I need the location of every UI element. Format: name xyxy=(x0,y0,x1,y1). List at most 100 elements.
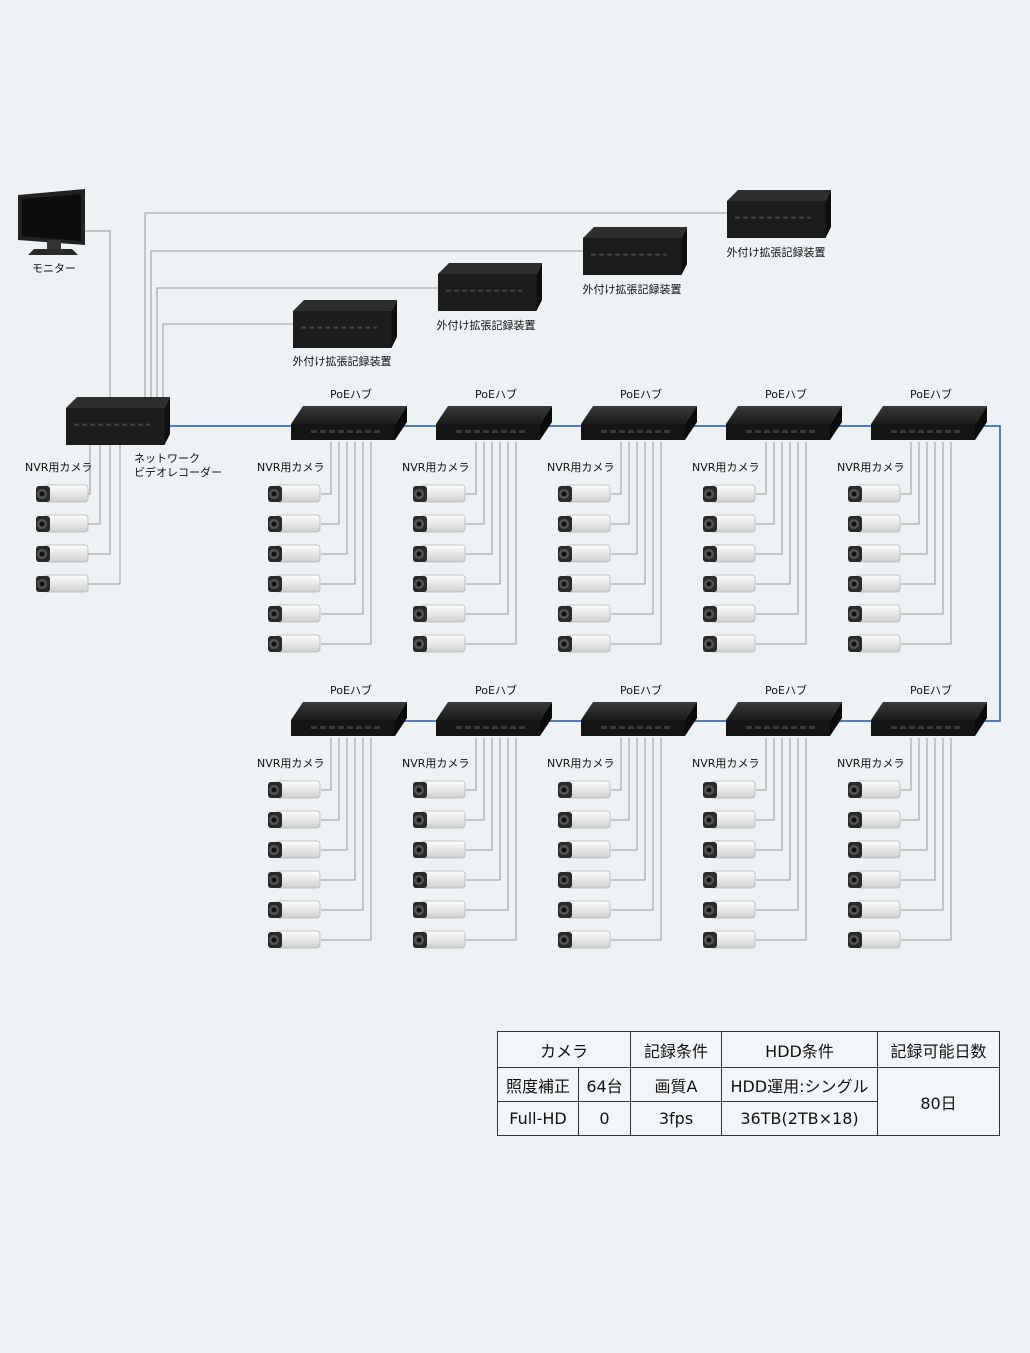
connection-line xyxy=(84,230,111,398)
nvr-camera-icon xyxy=(268,484,321,503)
nvr-camera-icon xyxy=(848,930,901,949)
nvr-camera-icon xyxy=(36,484,89,503)
poe-hub-label: PoEハブ xyxy=(475,684,517,697)
poe-hub-icon xyxy=(436,702,552,736)
camera-connection-line xyxy=(611,738,638,851)
poe-hub-label: PoEハブ xyxy=(765,684,807,697)
connection-line xyxy=(162,323,293,398)
nvr-camera-icon xyxy=(848,870,901,889)
nvr-camera-icon xyxy=(413,544,466,563)
table-header-days: 記録可能日数 xyxy=(877,1031,1000,1068)
nvr-camera-icon xyxy=(268,780,321,799)
nvr-camera-icon xyxy=(413,810,466,829)
camera-connection-line xyxy=(88,445,101,525)
table-cell-days: 80日 xyxy=(877,1067,1000,1136)
nvr-camera-icon xyxy=(268,634,321,653)
poe-hub-icon xyxy=(581,702,697,736)
nvr-camera-icon xyxy=(703,930,756,949)
camera-connection-line xyxy=(611,738,630,821)
camera-connection-line xyxy=(88,445,91,495)
nvr-camera-icon xyxy=(268,514,321,533)
nvr-camera-icon xyxy=(268,930,321,949)
nvr-camera-label: NVR用カメラ xyxy=(402,757,470,770)
camera-connection-line xyxy=(466,442,501,585)
nvr-camera-icon xyxy=(848,810,901,829)
nvr-camera-icon xyxy=(558,840,611,859)
camera-connection-line xyxy=(901,738,952,941)
camera-connection-line xyxy=(756,738,767,791)
nvr-camera-icon xyxy=(268,810,321,829)
nvr-camera-icon xyxy=(413,484,466,503)
table-header-row: カメラ 記録条件 HDD条件 記録可能日数 xyxy=(497,1031,1000,1068)
camera-connection-line xyxy=(756,738,791,881)
camera-connection-line xyxy=(611,442,630,525)
table-row: 照度補正 64台 画質A HDD運用:シングル 80日 xyxy=(497,1067,1000,1136)
nvr-camera-icon xyxy=(848,634,901,653)
connection-line xyxy=(144,212,727,398)
nvr-camera-icon xyxy=(268,870,321,889)
nvr-camera-label: NVR用カメラ xyxy=(25,461,93,474)
camera-connection-line xyxy=(611,738,646,881)
camera-connection-line xyxy=(88,445,111,555)
nvr-camera-icon xyxy=(703,574,756,593)
table-cell: 36TB(2TB×18) xyxy=(721,1101,878,1136)
ext-storage-label-3: 外付け拡張記録装置 xyxy=(436,319,536,332)
poe-hub-icon xyxy=(291,406,407,440)
camera-connection-line xyxy=(611,442,646,585)
camera-connection-line xyxy=(321,738,348,851)
camera-connection-line xyxy=(321,442,348,555)
nvr-camera-icon xyxy=(36,544,89,563)
nvr-camera-icon xyxy=(558,930,611,949)
nvr-camera-icon xyxy=(268,574,321,593)
camera-connection-line xyxy=(901,442,936,585)
camera-connection-line xyxy=(321,738,364,911)
nvr-camera-label: NVR用カメラ xyxy=(547,461,615,474)
camera-connection-line xyxy=(901,738,912,791)
poe-hub-label: PoEハブ xyxy=(475,388,517,401)
nvr-camera-icon xyxy=(268,544,321,563)
external-storage-icon xyxy=(583,227,687,275)
poe-hub-icon xyxy=(871,406,987,440)
camera-connection-line xyxy=(611,442,622,495)
nvr-camera-icon xyxy=(703,840,756,859)
nvr-camera-icon xyxy=(703,870,756,889)
nvr-camera-label: NVR用カメラ xyxy=(837,757,905,770)
nvr-camera-icon xyxy=(413,930,466,949)
connection-line xyxy=(150,250,583,398)
camera-connection-line xyxy=(901,738,928,851)
nvr-camera-icon xyxy=(268,840,321,859)
table-header-hdd: HDD条件 xyxy=(721,1031,878,1068)
nvr-camera-icon xyxy=(558,810,611,829)
external-storage-icon xyxy=(727,190,831,238)
camera-connection-line xyxy=(321,442,364,615)
poe-hub-label: PoEハブ xyxy=(620,388,662,401)
nvr-camera-icon xyxy=(413,604,466,623)
camera-connection-line xyxy=(466,738,517,941)
camera-connection-line xyxy=(466,442,509,615)
table-cell: 照度補正 xyxy=(497,1067,579,1102)
nvr-camera-icon xyxy=(268,900,321,919)
camera-connection-line xyxy=(756,442,775,525)
camera-connection-line xyxy=(466,442,477,495)
nvr-camera-icon xyxy=(413,900,466,919)
nvr-camera-icon xyxy=(413,780,466,799)
table-row: Full-HD 0 3fps 36TB(2TB×18) xyxy=(497,1101,1000,1136)
camera-connection-line xyxy=(756,442,791,585)
nvr-camera-icon xyxy=(558,604,611,623)
camera-connection-line xyxy=(901,442,920,525)
camera-connection-line xyxy=(88,445,121,585)
nvr-camera-icon xyxy=(703,900,756,919)
camera-connection-line xyxy=(466,738,485,821)
external-storage-icon xyxy=(293,300,397,348)
camera-connection-line xyxy=(756,738,775,821)
poe-hub-label: PoEハブ xyxy=(330,388,372,401)
nvr-camera-icon xyxy=(558,780,611,799)
poe-hub-icon xyxy=(726,702,842,736)
nvr-camera-icon xyxy=(848,484,901,503)
nvr-camera-icon xyxy=(703,514,756,533)
camera-connection-line xyxy=(611,738,654,911)
camera-connection-line xyxy=(466,738,493,851)
poe-hub-icon xyxy=(436,406,552,440)
nvr-camera-label: NVR用カメラ xyxy=(257,757,325,770)
